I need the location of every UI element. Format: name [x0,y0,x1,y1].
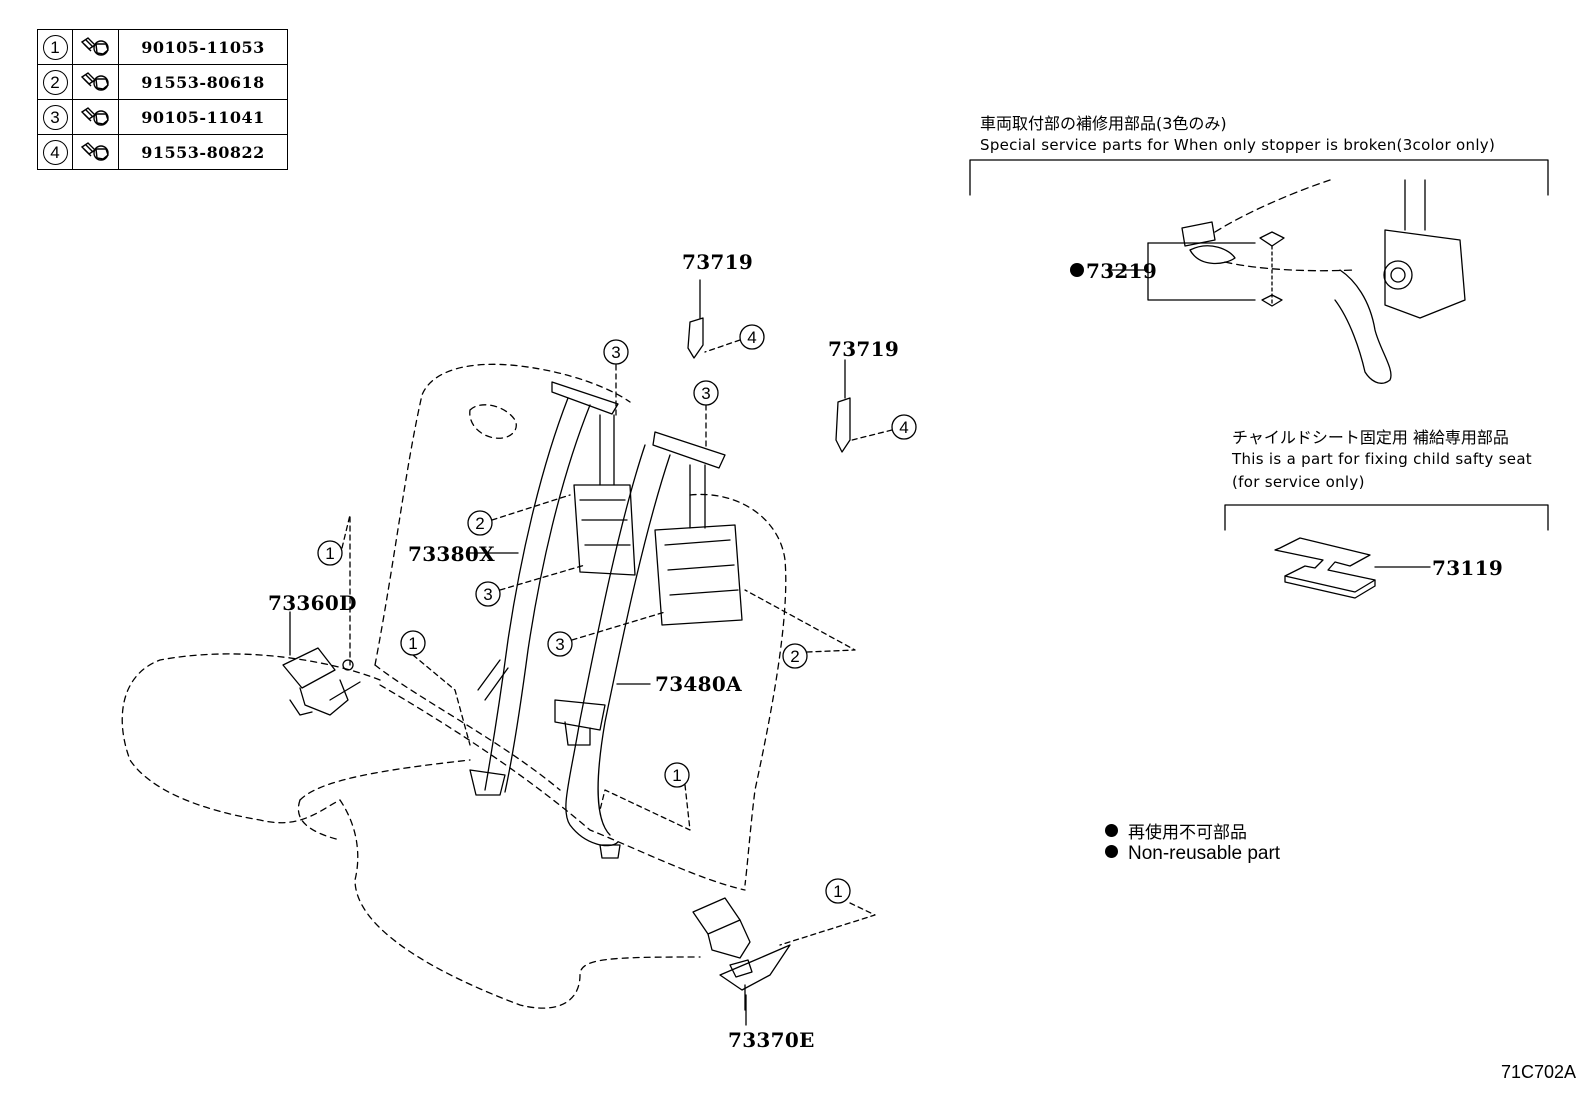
bolt-icon [80,72,109,91]
callout-numbers: 3 3 4 4 2 3 3 1 1 1 2 1 [325,328,908,901]
callout-circle [603,339,629,365]
buckle-73370e [692,897,791,1011]
callout-number: 3 [611,343,620,362]
callout-number: 1 [325,544,334,563]
fastener-index: 1 [42,34,68,60]
right-belt-assembly [554,431,743,859]
child-anchor-bracket [1224,504,1549,531]
fastener-table: 1 90105-11053 2 91553-80618 3 90105-1104… [37,29,288,170]
callout-number: 2 [475,514,484,533]
child-seat-note-en1: This is a part for fixing child safty se… [1232,450,1532,468]
legend-jp-text: 再使用不可部品 [1128,823,1247,842]
seat-back-outline [374,363,787,891]
callout-circle [400,630,426,656]
stopper-note-en: Special service parts for When only stop… [980,136,1496,154]
part-number: 73219 [1086,259,1158,283]
fastener-index: 3 [42,104,68,130]
fastener-row: 2 91553-80618 [37,64,288,100]
callout-number: 4 [747,328,756,347]
part-label-73370e: 73370E [728,1028,815,1052]
bolt-icon [80,142,109,161]
dashed-callout-lines [341,339,893,946]
part-label-73719-b: 73719 [828,337,900,361]
fastener-part-number: 91553-80618 [118,64,288,100]
stopper-bracket [969,159,1549,196]
legend-en: Non-reusable part [1105,843,1280,865]
buckle-73360d [282,647,361,716]
fastener-part-number: 91553-80822 [118,134,288,170]
callout-circles [317,324,917,904]
clip-73719-a [687,279,704,359]
callout-number: 3 [701,384,710,403]
callout-circle [475,581,501,607]
stopper-note-jp: 車両取付部の補修用部品(3色のみ) [980,114,1227,133]
fastener-row: 4 91553-80822 [37,134,288,170]
callout-circle [467,510,493,536]
part-label-73380x: 73380X [408,542,495,566]
callout-number: 3 [483,585,492,604]
callout-circle [739,324,765,350]
callout-circle [782,643,808,669]
part-label-73719-a: 73719 [682,250,754,274]
fastener-index: 2 [42,69,68,95]
part-label-73360d: 73360D [268,591,357,615]
fastener-index: 4 [42,139,68,165]
child-seat-note-en2: (for service only) [1232,473,1365,491]
legend-en-text: Non-reusable part [1128,843,1281,864]
legend-dot [1105,845,1118,858]
fastener-row: 3 90105-11041 [37,99,288,135]
callout-number: 4 [899,418,908,437]
callout-number: 1 [672,766,681,785]
part-label-73219: 73219 [1070,259,1157,283]
callout-circle [891,414,917,440]
bolt-icon [80,37,109,56]
callout-number: 1 [833,882,842,901]
part-label-73119: 73119 [1432,556,1504,580]
callout-number: 3 [555,635,564,654]
clip-73719-b [835,359,851,453]
seat-cushion-outline [121,653,701,1009]
callout-circle [547,631,573,657]
legend-dot [1105,824,1118,837]
callout-number: 1 [408,634,417,653]
callout-circle [317,540,343,566]
child-anchor-plate [1274,537,1376,599]
part-label-73480a: 73480A [655,672,742,696]
non-reusable-dot [1070,263,1084,277]
bolt-icon [80,107,109,126]
callout-circle [693,380,719,406]
callout-circle [825,878,851,904]
legend-jp: 再使用不可部品 [1105,818,1247,843]
child-seat-note-jp: チャイルドシート固定用 補給専用部品 [1232,428,1509,447]
diagram-code: 71C702A [1501,1062,1577,1082]
callout-number: 2 [790,647,799,666]
callout-circle [664,762,690,788]
stopper-detail [1181,179,1466,384]
left-belt-assembly [469,381,636,796]
